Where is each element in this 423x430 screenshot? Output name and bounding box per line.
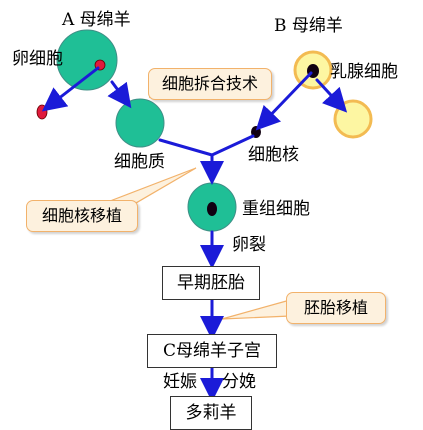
arrow-mammary-remainder	[315, 78, 348, 113]
recombinant-cell-nucleus	[207, 202, 217, 216]
arrow-egg-to-cytoplasm	[107, 80, 132, 109]
nuclear-transfer-callout: 细胞核移植	[26, 200, 138, 232]
fusion-technique-callout: 细胞拆合技术	[148, 68, 272, 100]
surrogate-uterus-box: C母绵羊子宫	[147, 334, 277, 368]
nucleus-label: 细胞核	[248, 145, 299, 165]
arrow-extract-nucleus	[255, 71, 313, 131]
egg-cell	[56, 29, 118, 91]
embryo-transfer-callout: 胚胎移植	[286, 292, 386, 324]
egg-cell-label: 卵细胞	[12, 49, 63, 69]
gestation-label: 妊娠	[163, 372, 197, 392]
sheep-b-label: B 母绵羊	[274, 16, 343, 36]
cleavage-label: 卵裂	[232, 235, 266, 255]
removed-egg-nucleus	[36, 104, 48, 120]
arrow-cytoplasm-merge	[158, 138, 214, 157]
embryo-transfer-callout-pointer	[221, 299, 291, 320]
sheep-a-label: A 母绵羊	[62, 10, 131, 30]
arrow-nucleus-merge	[210, 134, 255, 157]
cytoplasm-label: 细胞质	[114, 152, 165, 172]
recombinant-cell-label: 重组细胞	[242, 199, 310, 219]
arrow-nucleus-removal	[41, 66, 100, 112]
early-embryo-box: 早期胚胎	[162, 266, 260, 300]
delivery-label: 分娩	[222, 372, 256, 392]
cytoplasm-cell	[115, 98, 165, 148]
mammary-cell-label: 乳腺细胞	[330, 62, 398, 82]
dolly-sheep-box: 多莉羊	[170, 396, 252, 430]
